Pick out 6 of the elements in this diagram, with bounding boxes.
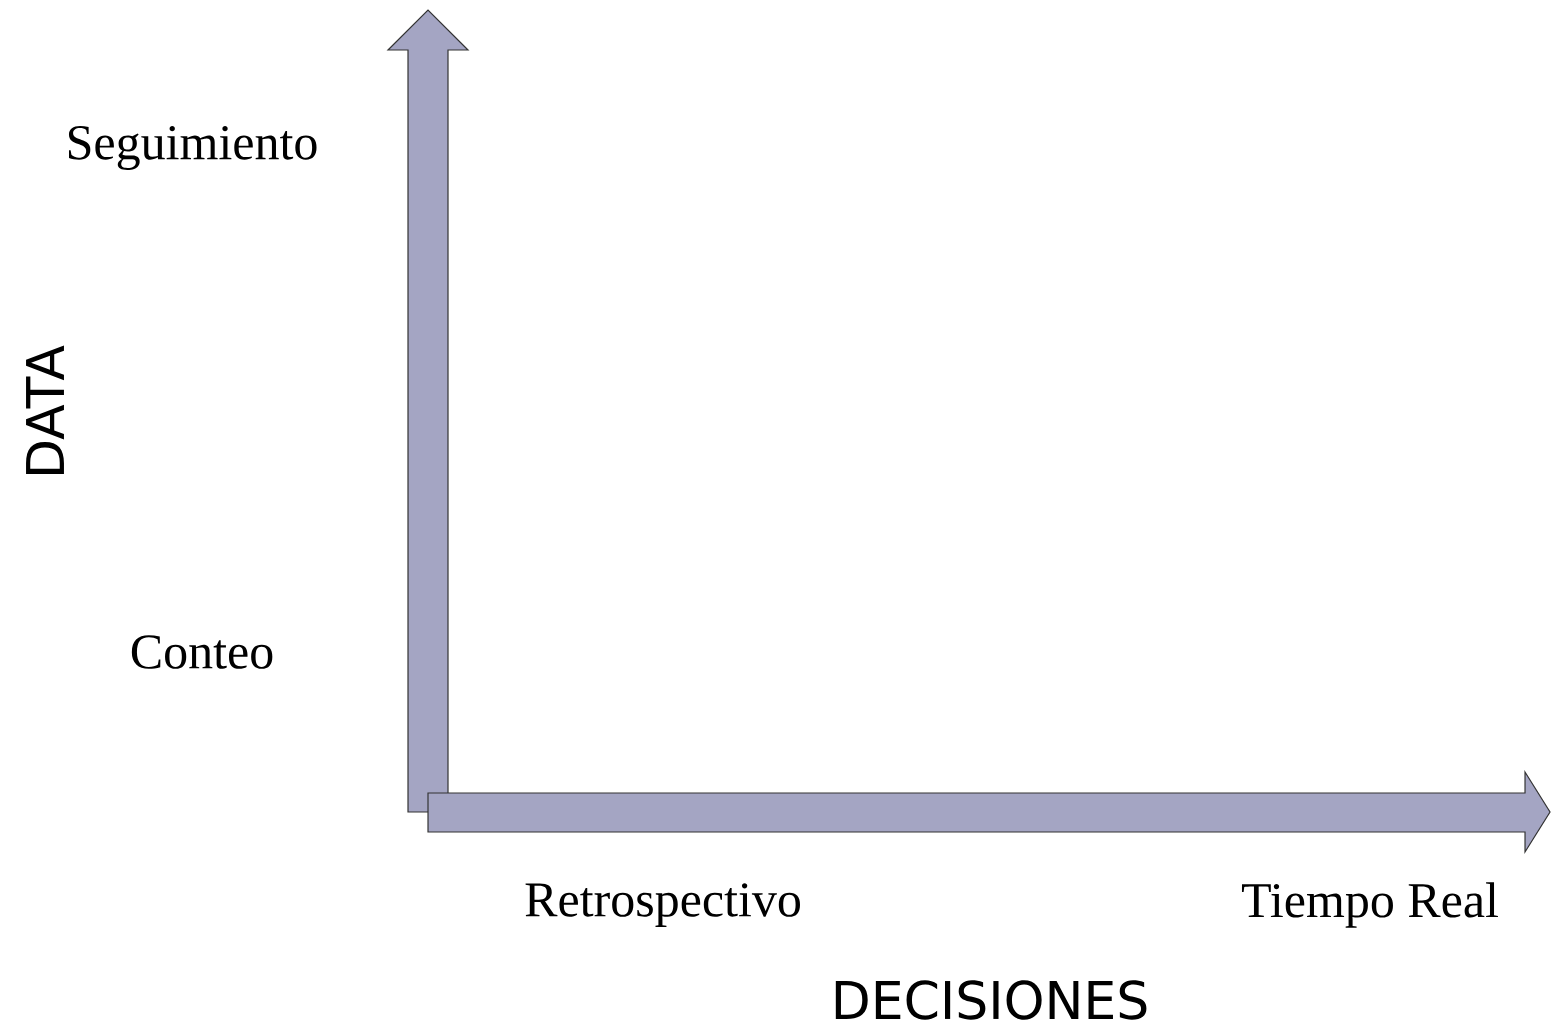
- axis-title: DECISIONES: [835, 980, 1147, 1020]
- axis-value-label: Retrospectivo: [525, 883, 800, 927]
- axis-title: DATA: [26, 345, 64, 474]
- axis-value-label: Tiempo Real: [1242, 882, 1498, 928]
- axis-value-label: Seguimiento: [68, 126, 317, 170]
- axis-value-label: Conteo: [131, 635, 273, 669]
